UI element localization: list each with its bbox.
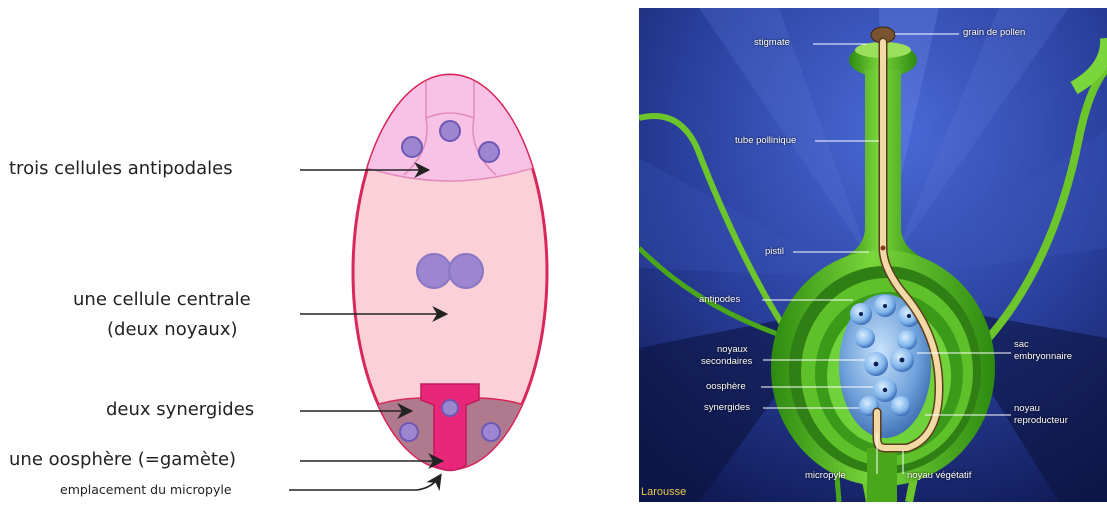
antipodal-nucleus [402, 137, 422, 157]
synergide-nucleus [400, 423, 418, 441]
label-micropyle: micropyle [805, 470, 846, 481]
synergide-cell [891, 396, 911, 416]
tube-nucleus [881, 246, 886, 251]
label-grain-pollen: grain de pollen [963, 27, 1025, 38]
embryo-sac-diagram: trois cellules antipodales une cellule c… [0, 0, 620, 502]
antipodal-nucleus [479, 142, 499, 162]
label-noyaux: noyaux [717, 344, 748, 355]
larousse-brand: Larousse [641, 486, 686, 498]
synergide-nucleus [482, 423, 500, 441]
pollination-illustration: stigmate grain de pollen tube pollinique… [639, 8, 1107, 502]
label-synergides: synergides [704, 402, 750, 413]
label-oosphere: une oosphère (=gamète) [9, 449, 236, 470]
label-reproducteur: reproducteur [1014, 415, 1068, 426]
label-micropyle: emplacement du micropyle [60, 482, 232, 497]
label-antipodales: trois cellules antipodales [9, 158, 233, 179]
polar-nucleus [417, 254, 451, 288]
label-synergides: deux synergides [106, 399, 254, 420]
label-oosphere: oosphère [706, 381, 746, 392]
label-noyau-vegetatif: noyau végétatif [907, 470, 971, 481]
polar-nucleus [449, 254, 483, 288]
label-secondaires: secondaires [701, 356, 752, 367]
pistil-drawing [639, 8, 1107, 502]
label-pistil: pistil [765, 246, 784, 257]
label-cellule-centrale: une cellule centrale [73, 289, 251, 310]
label-antipodes: antipodes [699, 294, 740, 305]
label-sac: sac [1014, 339, 1029, 350]
label-stigmate: stigmate [754, 37, 790, 48]
antipodal-nucleus [440, 121, 460, 141]
label-deux-noyaux: (deux noyaux) [107, 319, 238, 340]
label-noyau: noyau [1014, 403, 1040, 414]
label-tube-pollinique: tube pollinique [735, 135, 796, 146]
embryo-sac-drawing [0, 0, 620, 502]
oosphere-nucleus [442, 400, 458, 416]
label-embryonnaire: embryonnaire [1014, 351, 1072, 362]
